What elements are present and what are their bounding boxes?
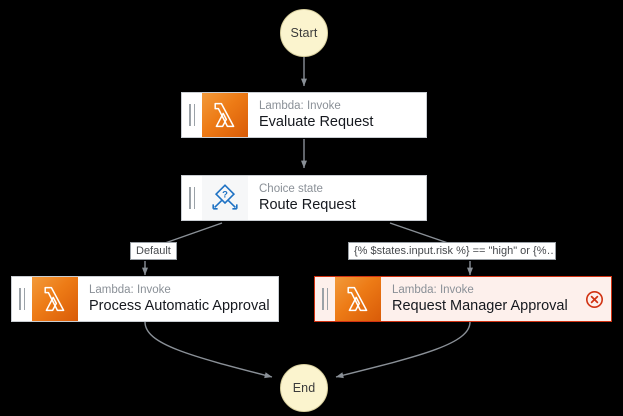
node-title: Process Automatic Approval: [89, 297, 270, 314]
drag-handle[interactable]: [182, 93, 202, 137]
node-subtitle: Lambda: Invoke: [259, 99, 341, 112]
edge-label-default[interactable]: Default: [130, 242, 177, 260]
node-title: Evaluate Request: [259, 113, 374, 130]
end-label: End: [292, 381, 316, 395]
node-title: Route Request: [259, 196, 356, 213]
end-node[interactable]: End: [280, 364, 328, 412]
node-text: Lambda: Invoke Process Automatic Approva…: [78, 277, 278, 321]
lambda-icon: [335, 277, 381, 321]
edge-label-condition[interactable]: {% $states.input.risk %} == "high" or {%…: [348, 242, 556, 260]
edge-process-to-end: [144, 321, 273, 379]
drag-handle[interactable]: [315, 277, 335, 321]
error-badge[interactable]: [577, 277, 611, 321]
state-node-process-automatic-approval[interactable]: Lambda: Invoke Process Automatic Approva…: [11, 276, 279, 322]
choice-state-icon: ?: [202, 176, 248, 220]
edge-manager-to-end: [335, 321, 471, 379]
state-node-route-request[interactable]: ? Choice state Route Request: [181, 175, 427, 221]
edge-route-to-condition: [389, 222, 449, 244]
lambda-icon: [32, 277, 78, 321]
node-subtitle: Lambda: Invoke: [89, 283, 171, 296]
node-subtitle: Lambda: Invoke: [392, 283, 474, 296]
node-text: Choice state Route Request: [248, 176, 426, 220]
state-node-request-manager-approval[interactable]: Lambda: Invoke Request Manager Approval: [314, 276, 612, 322]
drag-handle[interactable]: [182, 176, 202, 220]
lambda-icon: [202, 93, 248, 137]
svg-text:?: ?: [222, 190, 228, 201]
node-title: Request Manager Approval: [392, 297, 568, 314]
node-text: Lambda: Invoke Evaluate Request: [248, 93, 426, 137]
error-circle-x-icon: [585, 290, 603, 308]
state-node-evaluate-request[interactable]: Lambda: Invoke Evaluate Request: [181, 92, 427, 138]
node-text: Lambda: Invoke Request Manager Approval: [381, 277, 577, 321]
drag-handle[interactable]: [12, 277, 32, 321]
node-subtitle: Choice state: [259, 182, 323, 195]
start-node[interactable]: Start: [280, 9, 328, 57]
edge-route-to-default: [164, 222, 223, 244]
start-label: Start: [290, 26, 318, 40]
